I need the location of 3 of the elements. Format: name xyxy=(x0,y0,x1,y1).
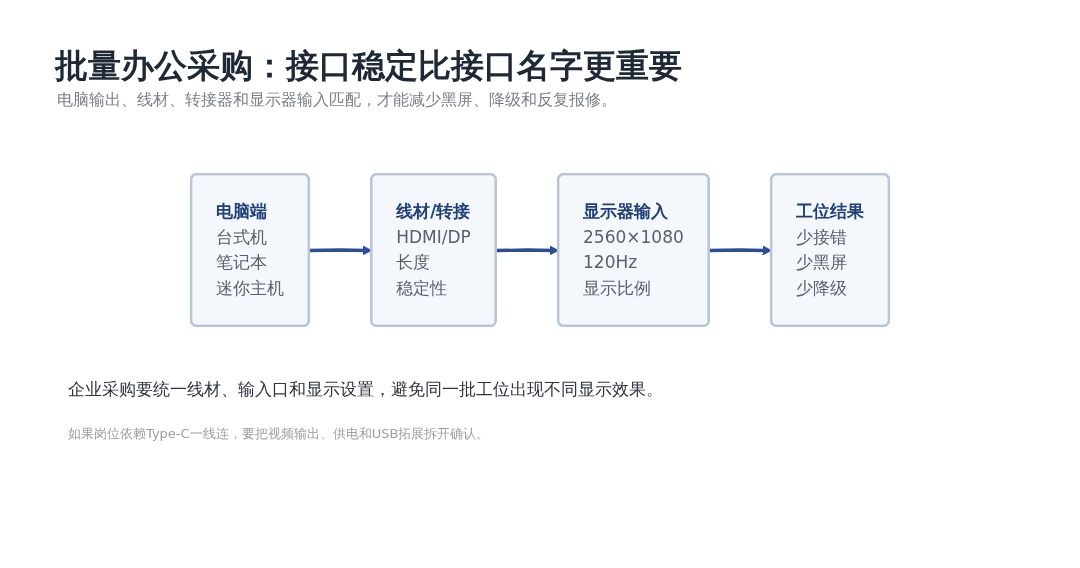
note-text: 企业采购要统一线材、输入口和显示设置，避免同一批工位出现不同显示效果。 xyxy=(68,378,663,401)
title: 批量办公采购：接口稳定比接口名字更重要 xyxy=(55,45,682,87)
subtitle: 电脑输出、线材、转接器和显示器输入匹配，才能减少黑屏、降级和反复报修。 xyxy=(57,90,617,111)
